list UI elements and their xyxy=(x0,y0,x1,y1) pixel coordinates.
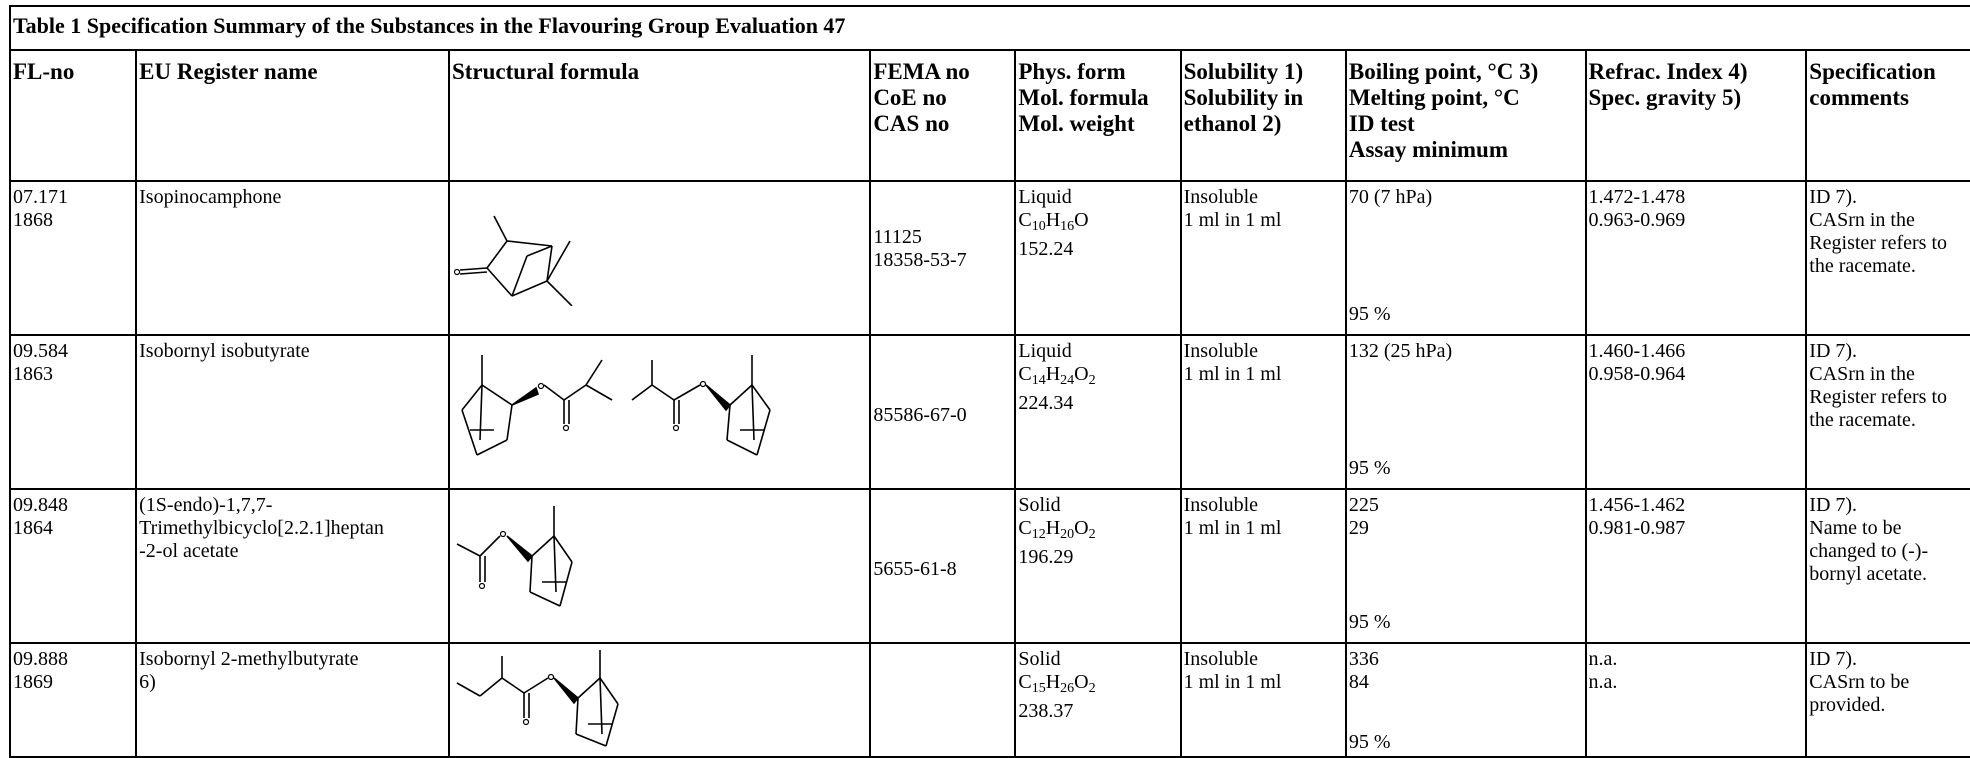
mol-formula: C15H26O2 xyxy=(1018,671,1096,696)
cell-structure xyxy=(447,334,872,490)
cell-structure xyxy=(447,642,872,758)
cell-eu-name: Isopinocamphone xyxy=(135,180,450,336)
mol-formula: C10H16O xyxy=(1018,209,1089,234)
header-eu-register-name: EU Register name xyxy=(135,49,450,182)
cell-eu-name: (1S-endo)-1,7,7-Trimethylbicyclo[2.2.1]h… xyxy=(135,488,450,644)
cell-phys: Liquid C10H16O 152.24 xyxy=(1014,180,1182,336)
table-title: Table 1 Specification Summary of the Sub… xyxy=(9,5,1970,51)
cell-fema-cas xyxy=(869,642,1017,758)
cell-boiling: 132 (25 hPa)95 % xyxy=(1344,334,1587,490)
cell-structure xyxy=(447,488,872,644)
structure-bornyl-acetate xyxy=(456,506,573,607)
cell-boiling: 70 (7 hPa)95 % xyxy=(1344,180,1587,336)
structure-isopinocamphone xyxy=(453,215,573,306)
cell-phys: Solid C15H26O2 238.37 xyxy=(1014,642,1182,758)
mol-formula: C14H24O2 xyxy=(1018,363,1096,388)
cell-structure xyxy=(447,180,872,336)
header-fl-no: FL-no xyxy=(8,49,138,182)
specification-table: Table 1 Specification Summary of the Sub… xyxy=(8,5,1970,758)
structure-isobornyl-2-methylbutyrate xyxy=(456,650,619,747)
structure-isobornyl-isobutyrate xyxy=(461,355,771,456)
cell-phys: Liquid C14H24O2 224.34 xyxy=(1014,334,1182,490)
header-refrac-index: Refrac. Index 4)Spec. gravity 5) xyxy=(1584,49,1808,182)
cell-eu-name: Isobornyl isobutyrate xyxy=(135,334,450,490)
cell-phys: Solid C12H20O2 196.29 xyxy=(1014,488,1182,644)
cell-refrac: n.a.n.a. xyxy=(1584,642,1808,758)
header-structural-formula: Structural formula xyxy=(447,49,872,182)
mol-formula: C12H20O2 xyxy=(1018,517,1096,542)
cell-fema-cas: 85586-67-0 xyxy=(869,334,1017,490)
cell-fema-cas: 5655-61-8 xyxy=(869,488,1017,644)
